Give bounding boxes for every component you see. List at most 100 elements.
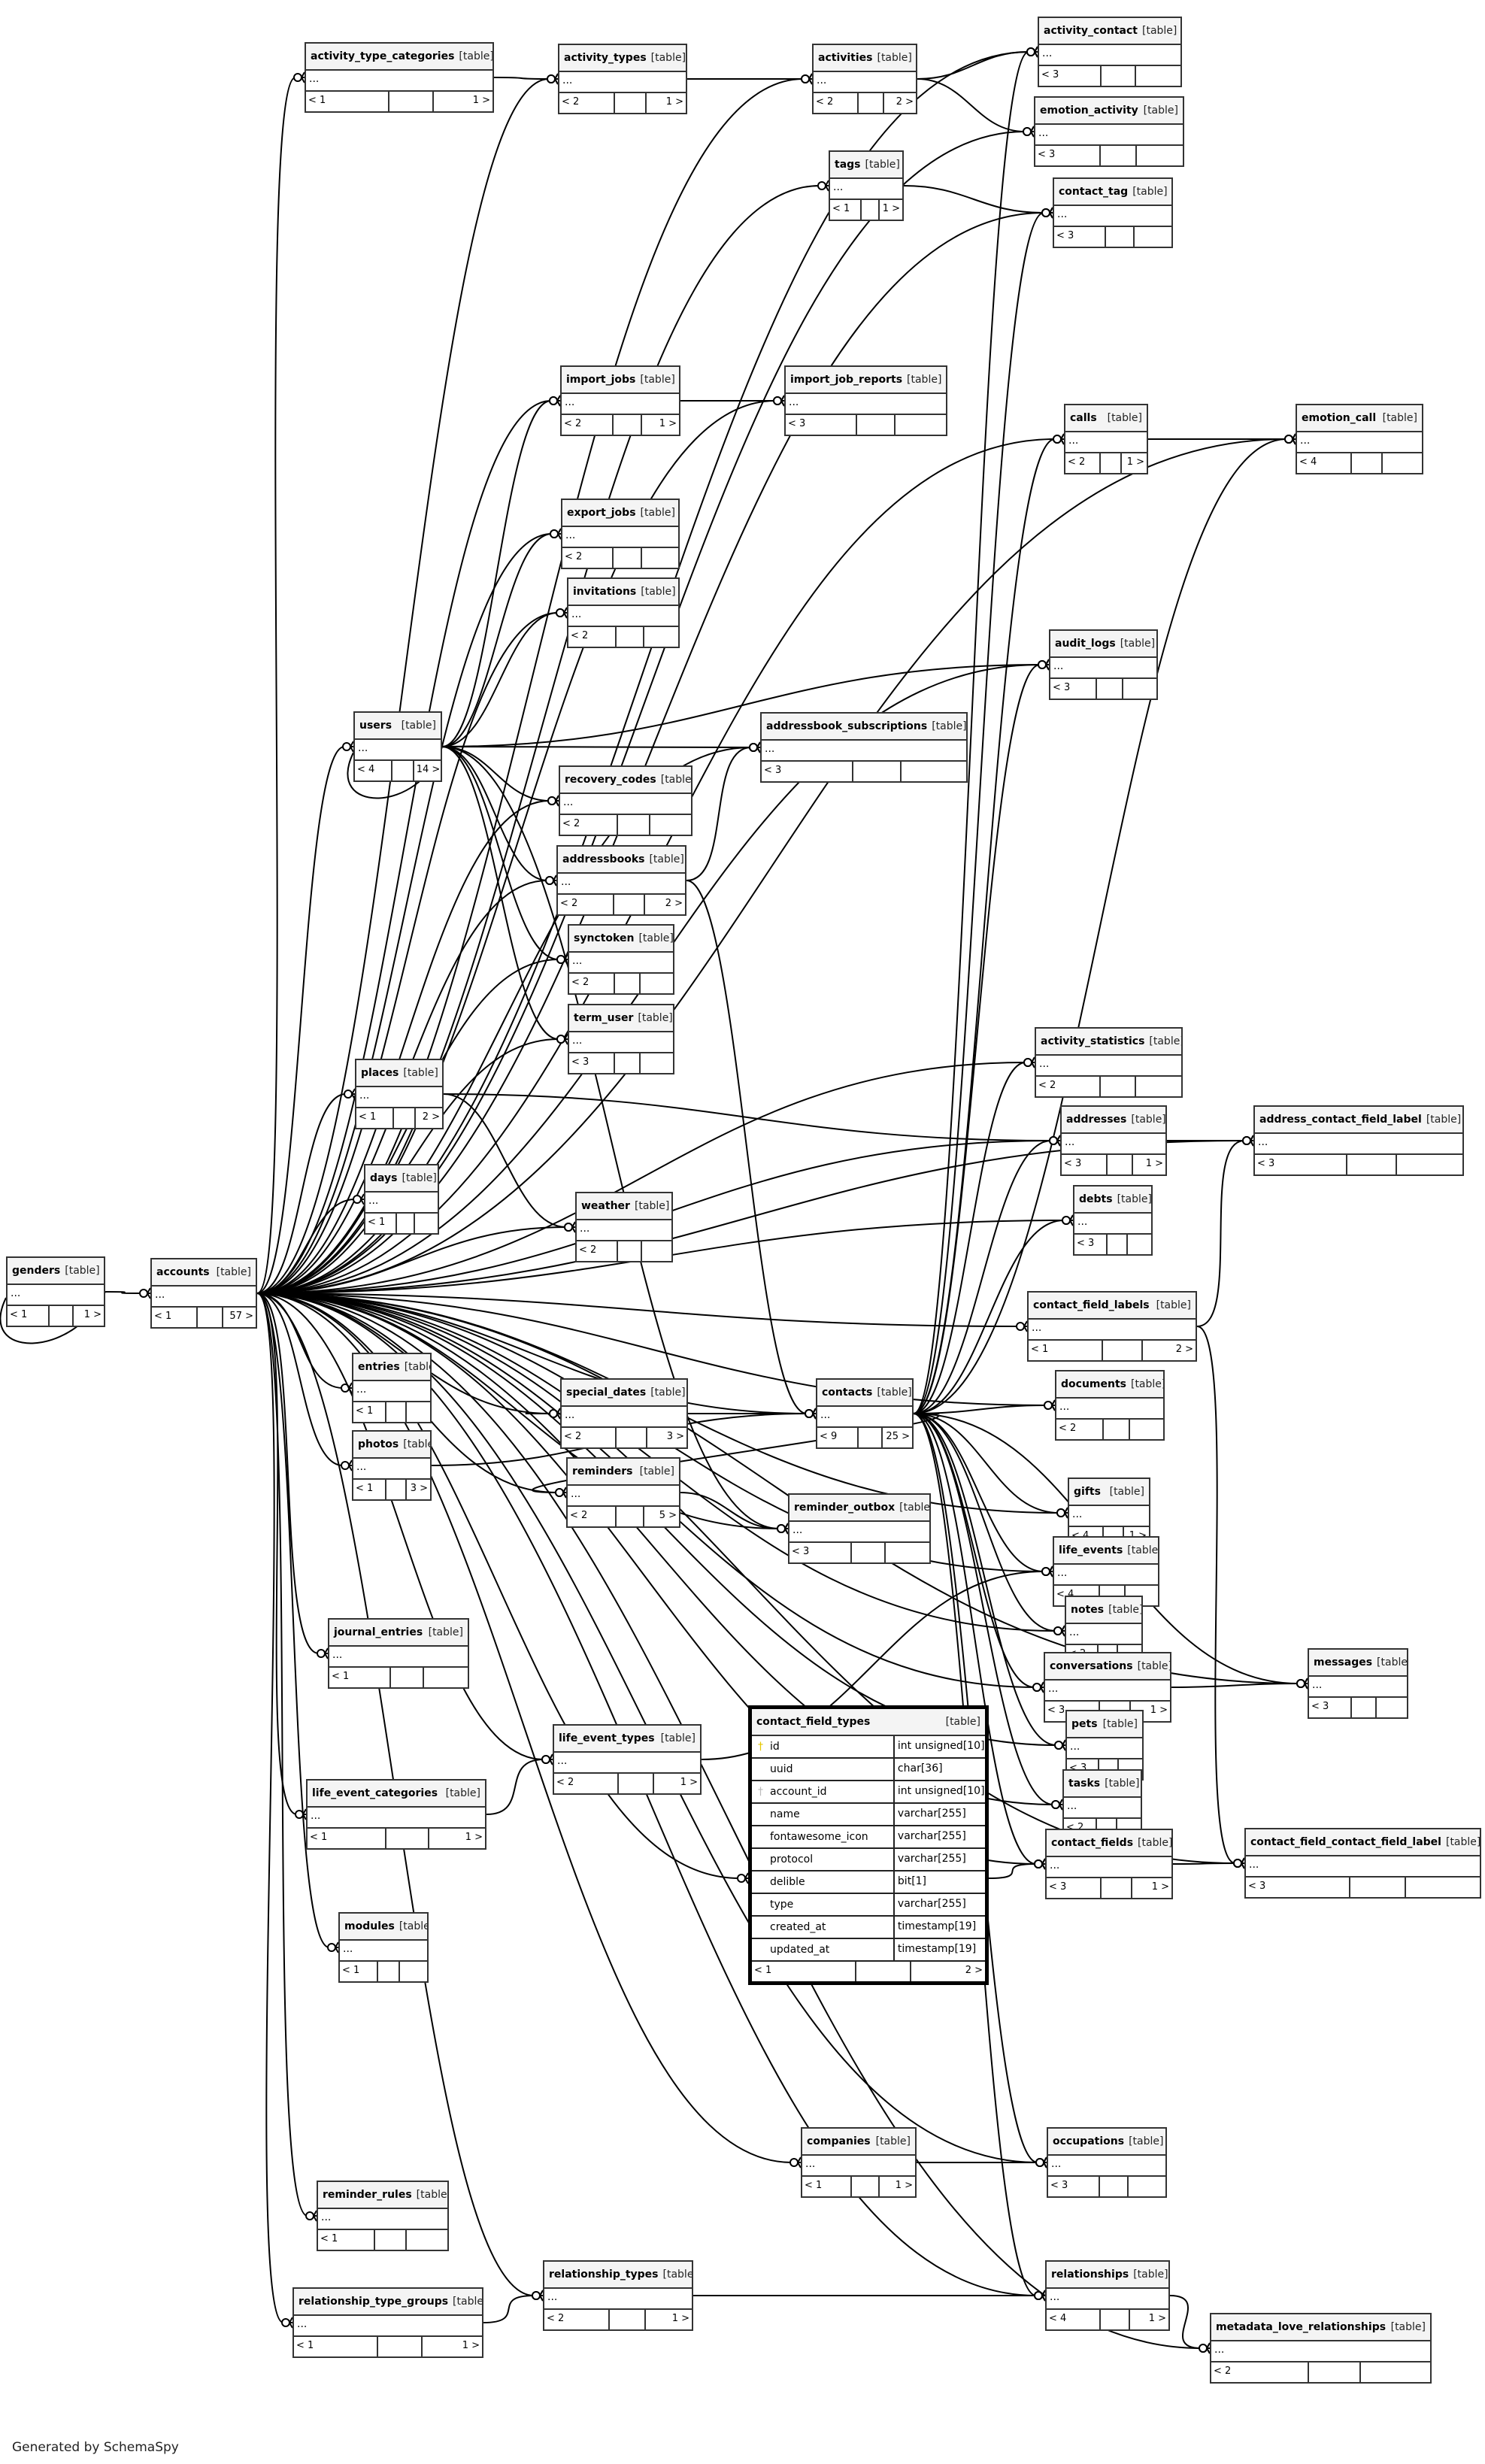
parent-count: < 2 xyxy=(1065,453,1102,473)
relationship-line xyxy=(917,78,1026,132)
collapsed-columns: ... xyxy=(329,1647,468,1668)
table-metadata_love_relationships[interactable]: metadata_love_relationships[table]...< 2 xyxy=(1210,2313,1432,2384)
relationship-line xyxy=(256,1293,793,2163)
parent-count: < 2 xyxy=(554,1774,620,1793)
table-type-label: [table] xyxy=(1426,1114,1462,1126)
table-name: synctoken xyxy=(574,932,635,944)
relationship-line xyxy=(256,438,1287,1294)
table-modules[interactable]: modules[table]...< 1 xyxy=(338,1912,429,1983)
table-entries[interactable]: entries[table]...< 1 xyxy=(352,1353,432,1423)
relationship-line xyxy=(256,800,550,1294)
table-address_contact_field_label[interactable]: address_contact_field_label[table]...< 3 xyxy=(1253,1105,1464,1176)
collapsed-columns: ... xyxy=(1255,1134,1462,1155)
table-contact_tag[interactable]: contact_tag[table]...< 3 xyxy=(1053,177,1173,248)
table-synctoken[interactable]: synctoken[table]...< 2 xyxy=(568,924,674,995)
table-recovery_codes[interactable]: recovery_codes[table]...< 2 xyxy=(559,765,692,836)
zero-or-many-marker xyxy=(532,2291,541,2300)
table-relationship_types[interactable]: relationship_types[table]...< 21 > xyxy=(543,2260,693,2331)
table-activity_contact[interactable]: activity_contact[table]...< 3 xyxy=(1038,17,1182,87)
table-import_job_reports[interactable]: import_job_reports[table]...< 3 xyxy=(784,365,947,436)
table-contact_field_contact_field_label[interactable]: contact_field_contact_field_label[table]… xyxy=(1244,1828,1481,1899)
zero-or-many-marker xyxy=(1296,1679,1305,1688)
table-audit_logs[interactable]: audit_logs[table]...< 3 xyxy=(1049,629,1158,700)
table-debts[interactable]: debts[table]...< 3 xyxy=(1073,1185,1153,1256)
table-type-label: [table] xyxy=(662,2269,692,2281)
table-invitations[interactable]: invitations[table]...< 2 xyxy=(567,577,680,648)
table-name: special_dates xyxy=(566,1387,647,1399)
table-footer: < 1 xyxy=(340,1962,427,1981)
table-footer: < 2 xyxy=(568,627,678,647)
table-header: audit_logs[table] xyxy=(1050,631,1156,658)
table-activity_statistics[interactable]: activity_statistics[table]...< 2 xyxy=(1035,1027,1183,1098)
table-photos[interactable]: photos[table]...< 13 > xyxy=(352,1430,432,1501)
table-reminder_outbox[interactable]: reminder_outbox[table]...< 3 xyxy=(788,1493,931,1564)
table-emotion_activity[interactable]: emotion_activity[table]...< 3 xyxy=(1034,96,1184,167)
table-term_user[interactable]: term_user[table]...< 3 xyxy=(568,1004,674,1074)
table-addressbook_subscriptions[interactable]: addressbook_subscriptions[table]...< 3 xyxy=(760,712,968,783)
table-name: messages xyxy=(1314,1656,1373,1668)
row-count xyxy=(614,548,642,568)
table-export_jobs[interactable]: export_jobs[table]...< 2 xyxy=(561,499,680,569)
table-reminder_rules[interactable]: reminder_rules[table]...< 1 xyxy=(317,2181,449,2251)
child-count xyxy=(1129,2177,1165,2196)
parent-count: < 1 xyxy=(353,1402,387,1422)
zero-or-many-marker xyxy=(1199,2344,1208,2353)
zero-or-many-marker xyxy=(555,1488,564,1497)
table-occupations[interactable]: occupations[table]...< 3 xyxy=(1047,2127,1167,2198)
crows-foot-icon xyxy=(1060,433,1065,445)
collapsed-columns: ... xyxy=(355,740,441,761)
collapsed-columns: ... xyxy=(1309,1677,1407,1698)
table-relationship_type_groups[interactable]: relationship_type_groups[table]...< 11 > xyxy=(292,2287,483,2358)
table-name: audit_logs xyxy=(1055,638,1116,650)
table-emotion_call[interactable]: emotion_call[table]...< 4 xyxy=(1296,404,1423,474)
child-count xyxy=(1136,1077,1181,1096)
table-weather[interactable]: weather[table]...< 2 xyxy=(575,1192,673,1262)
child-count xyxy=(1123,679,1156,699)
crows-foot-icon xyxy=(324,1647,329,1659)
table-messages[interactable]: messages[table]...< 3 xyxy=(1308,1648,1408,1719)
table-documents[interactable]: documents[table]...< 2 xyxy=(1055,1370,1165,1441)
crows-foot-icon xyxy=(1292,433,1296,445)
parent-count: < 1 xyxy=(306,92,389,111)
parent-count: < 1 xyxy=(365,1214,397,1233)
table-days[interactable]: days[table]...< 1 xyxy=(364,1164,439,1235)
table-name: pets xyxy=(1071,1718,1098,1730)
table-journal_entries[interactable]: journal_entries[table]...< 1 xyxy=(328,1618,469,1689)
column-type: varchar[255] xyxy=(897,1808,966,1820)
relationship-line xyxy=(256,185,820,1294)
relationship-line xyxy=(493,77,550,80)
